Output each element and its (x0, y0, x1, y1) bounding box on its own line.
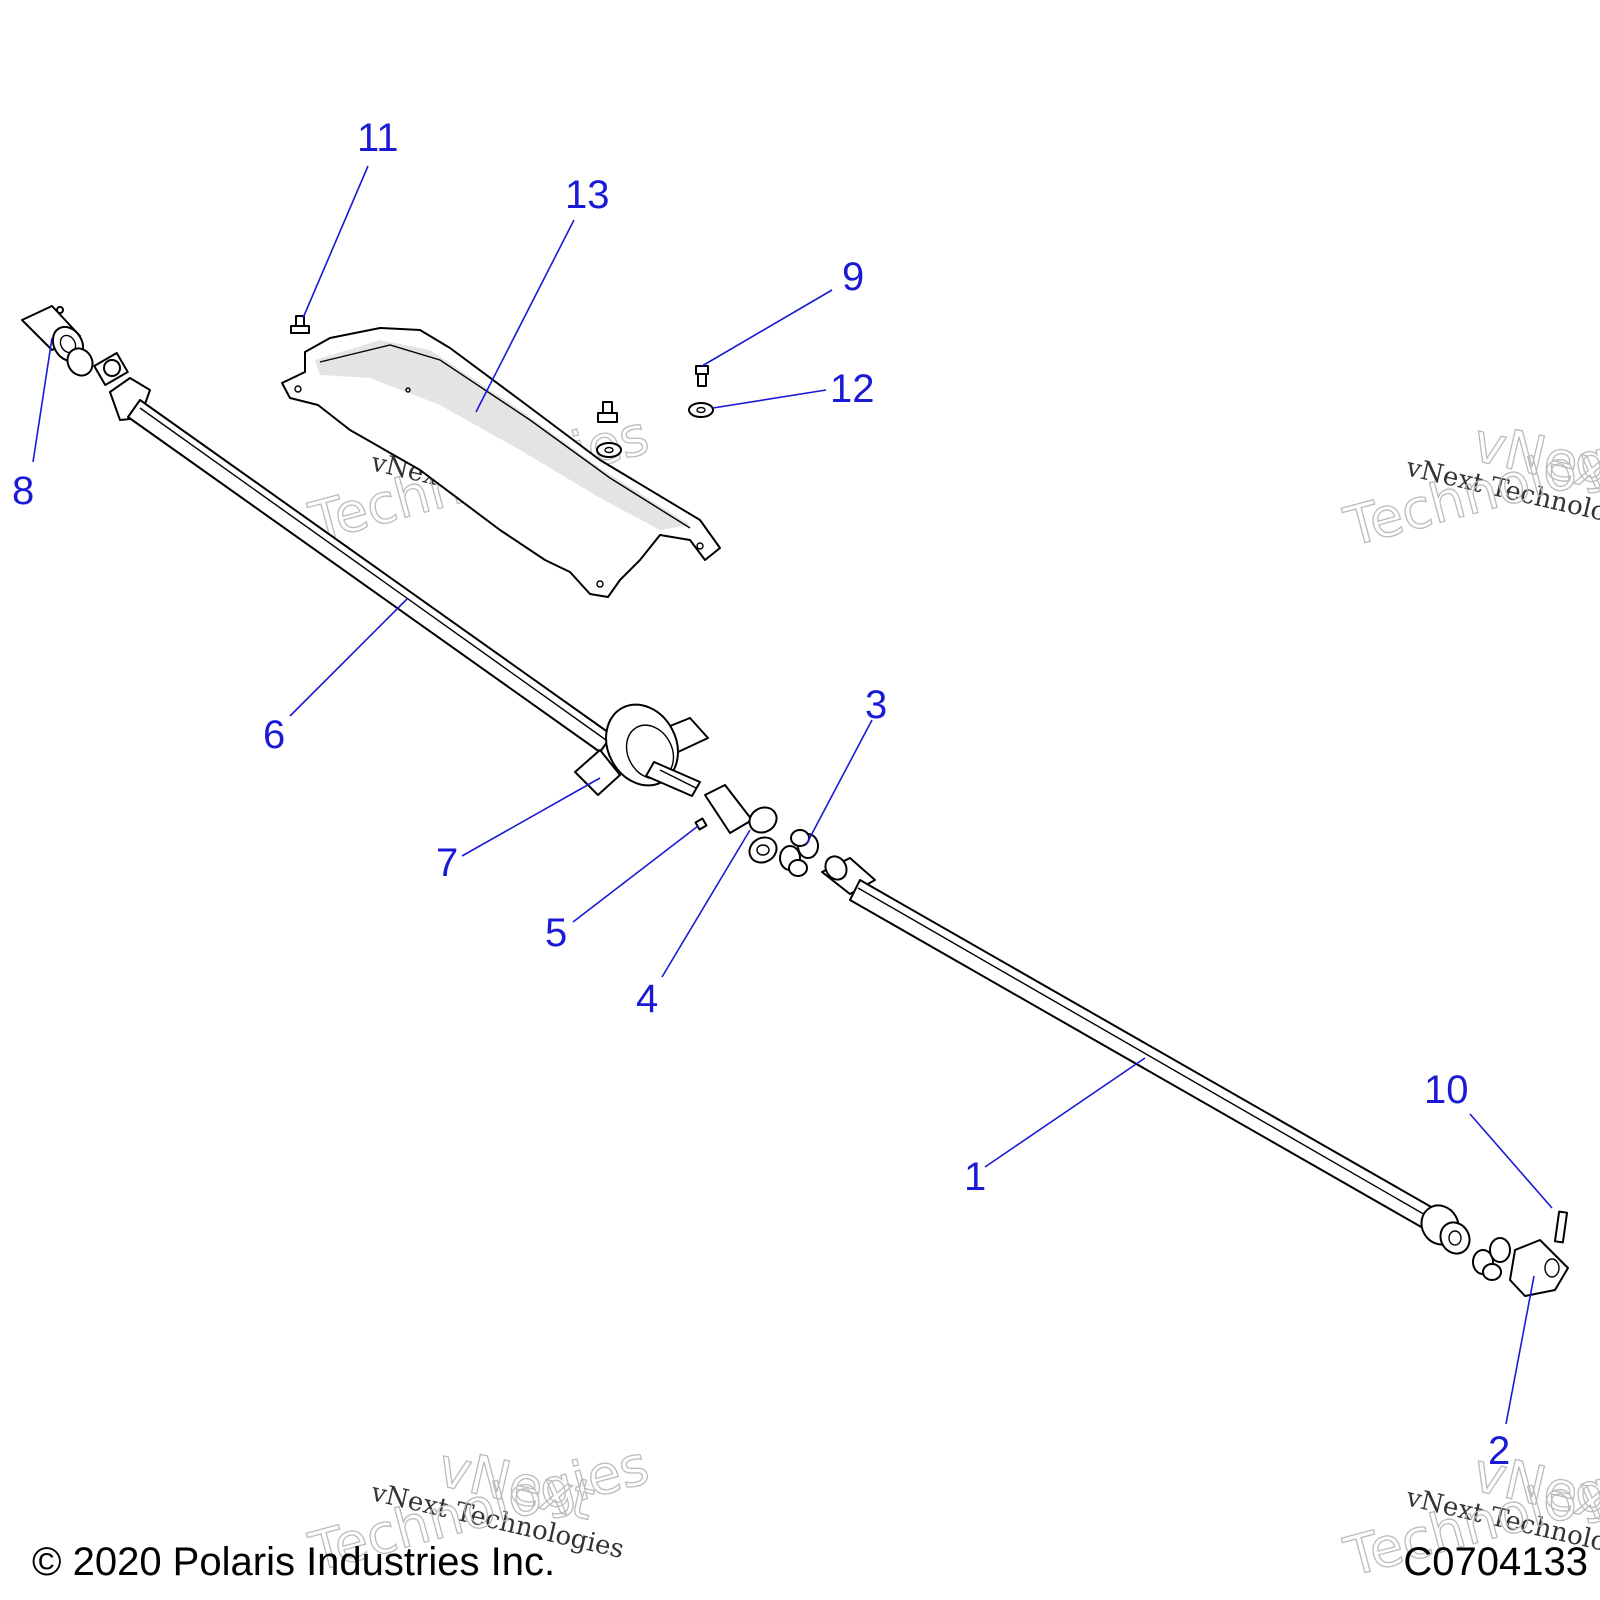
leader-5 (572, 825, 699, 923)
heat-shield-part (281, 327, 721, 598)
leader-6 (289, 597, 409, 717)
bolt-washer-shield-part (596, 401, 622, 458)
callout-11: 11 (357, 116, 399, 160)
bolt-9-part (695, 365, 709, 387)
roll-pin-part (1553, 1210, 1569, 1244)
leader-lines (32, 165, 1553, 1425)
leader-4 (661, 829, 751, 978)
callout-7: 7 (436, 841, 458, 885)
rear-yoke-part (1472, 1237, 1569, 1297)
rear-propshaft-part (821, 855, 1471, 1255)
front-yoke-part (21, 305, 151, 421)
figure-code: C0704133 (1403, 1540, 1588, 1584)
leader-13 (475, 219, 575, 413)
leader-9 (701, 289, 833, 367)
callout-3: 3 (865, 683, 887, 727)
callout-12: 12 (830, 367, 875, 411)
leader-7 (461, 777, 601, 857)
leader-12 (712, 389, 827, 409)
callout-8: 8 (12, 469, 34, 513)
carrier-bearing-part (574, 703, 709, 797)
callout-10: 10 (1424, 1068, 1469, 1112)
leader-2 (1505, 1275, 1535, 1425)
leader-3 (805, 719, 873, 846)
copyright-text: © 2020 Polaris Industries Inc. (32, 1540, 555, 1584)
leader-8 (32, 337, 53, 463)
center-yoke-part (704, 784, 778, 864)
callout-4: 4 (636, 977, 658, 1021)
leader-10 (1469, 1113, 1553, 1209)
callout-2: 2 (1488, 1429, 1510, 1473)
center-ujoint-part (779, 829, 819, 877)
callout-labels: 1 2 3 4 5 6 7 8 9 10 11 12 13 (12, 116, 1510, 1473)
callout-1: 1 (964, 1155, 986, 1199)
watermark-right-top: vNext vNext Technologies Technologies (1337, 408, 1600, 560)
callout-9: 9 (842, 255, 864, 299)
bolt-11-part (290, 315, 310, 334)
leader-11 (302, 165, 369, 319)
callout-13: 13 (565, 173, 610, 217)
washer-12-part (688, 402, 714, 418)
grease-fitting-part (694, 817, 708, 831)
callout-5: 5 (545, 911, 567, 955)
callout-6: 6 (263, 713, 285, 757)
leader-1 (984, 1057, 1146, 1168)
